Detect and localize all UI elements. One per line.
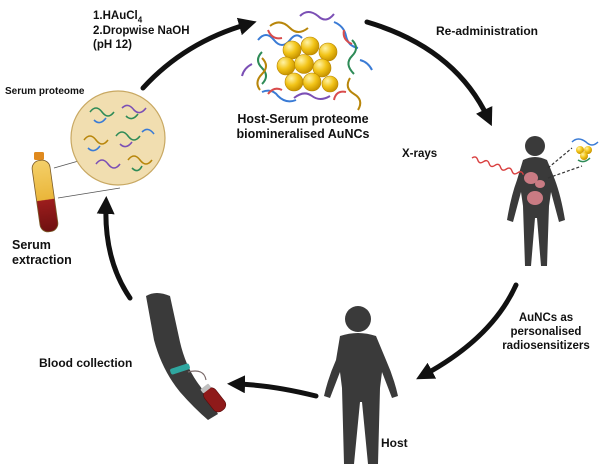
host-silhouette (324, 306, 398, 464)
auncs-line3: radiosensitizers (502, 339, 590, 352)
aunc-cluster-illustration (241, 11, 373, 111)
label-host: Host (381, 436, 408, 450)
step1-reagent-subscript: 4 (137, 15, 143, 25)
arrow-to-blood-collection (227, 375, 319, 399)
arrow-synthesis (140, 17, 257, 91)
label-blood-collection: Blood collection (39, 356, 133, 370)
protein-icons (83, 104, 155, 172)
visible-organs (524, 172, 545, 205)
step1-line2: 2.Dropwise NaOH (93, 24, 190, 37)
label-host-serum-auncs: Host-Serum proteome biomineralised AuNCs (228, 112, 378, 142)
protein-corona (241, 11, 373, 111)
synthesis-steps: 1.HAuCl4 2.Dropwise NaOH (pH 12) (93, 10, 190, 52)
mini-aunc (571, 138, 599, 163)
irradiated-host-silhouette (471, 136, 599, 266)
label-serum-proteome: Serum proteome (5, 86, 85, 97)
serum-tube (31, 152, 59, 233)
auncs-line1: AuNCs as (518, 312, 574, 324)
label-xrays: X-rays (402, 148, 438, 160)
host-serum-line2: biomineralised AuNCs (236, 127, 370, 141)
xray-beam (471, 156, 525, 175)
blood-collection-arm (146, 293, 227, 420)
step1-reagent: 1.HAuCl4 (93, 10, 190, 25)
serum-extraction-line2: extraction (12, 253, 72, 267)
label-serum-extraction: Serum extraction (12, 238, 72, 268)
label-auncs-radiosensitizers: AuNCs as personalised radiosensitizers (496, 312, 596, 353)
serum-extraction-line1: Serum (12, 238, 51, 252)
arrow-to-host (416, 282, 519, 380)
arrow-to-serum-extraction (96, 196, 133, 301)
gold-nanoclusters (276, 36, 339, 93)
step1-line3: (pH 12) (93, 38, 132, 51)
arrow-readministration (364, 19, 493, 127)
auncs-line2: personalised (510, 325, 582, 338)
label-re-administration: Re-administration (436, 24, 539, 38)
cycle-arrows (96, 17, 519, 399)
host-serum-line1: Host-Serum proteome (237, 112, 369, 126)
step1-reagent-text: 1.HAuCl (93, 10, 138, 22)
serum-proteome-magnifier (53, 90, 166, 199)
